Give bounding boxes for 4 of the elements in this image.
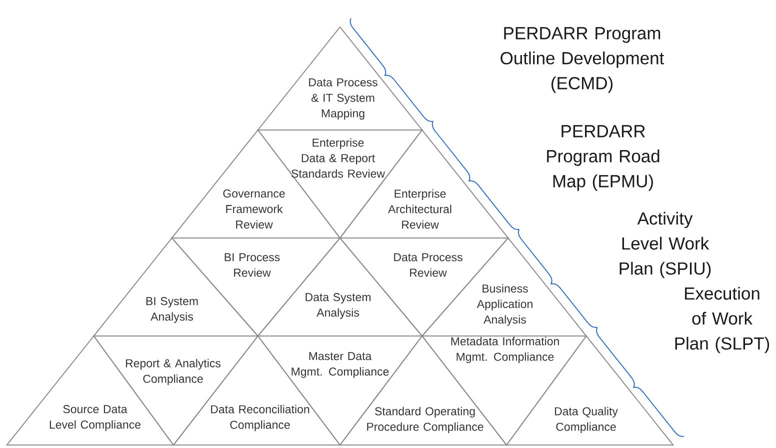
stage-label: PERDARR Program Outline Development (ECMD) [500,27,664,93]
stage-label: Activity Level Work Plan (SPIU) [620,212,711,278]
stage-label: PERDARR Program Road Map (EPMU) [547,125,660,191]
stage-label: Execution of Work Plan (SLPT) [675,286,770,354]
